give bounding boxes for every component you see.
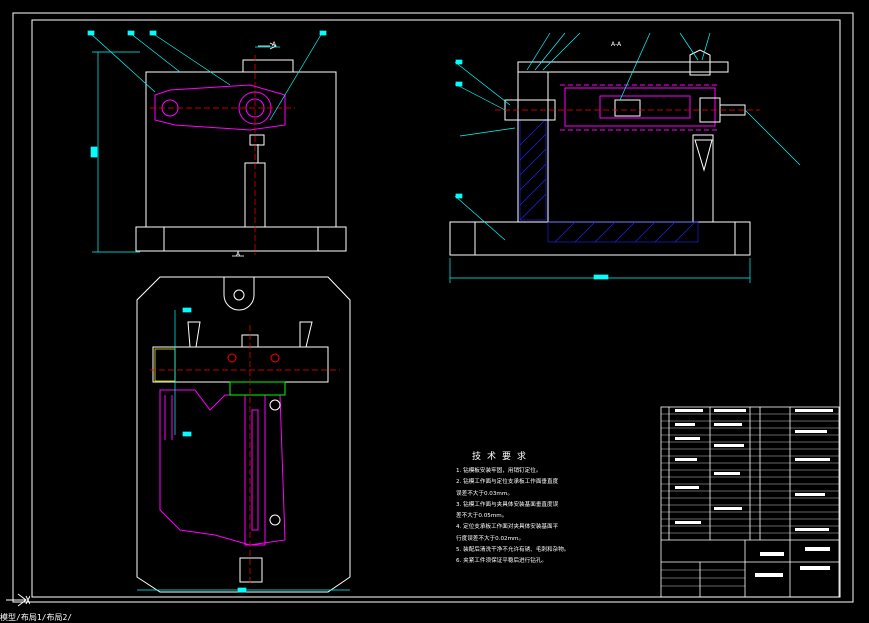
tech-requirement-item: 3. 钻模工作面与夹具体安装基面垂直度误	[456, 501, 559, 508]
tech-requirement-item: 6. 夹紧工件须保证平稳后进行钻孔。	[456, 558, 548, 565]
front-view-centerlines	[150, 55, 295, 255]
drawing-frame	[12, 12, 854, 603]
tech-requirement-item: 1. 钻模板安装牢固，用销钉定位。	[456, 468, 542, 474]
section-marks	[232, 42, 277, 257]
top-view-dimensions	[137, 307, 350, 593]
front-view-workpiece	[154, 84, 286, 131]
tech-requirement-item: 行度误差不大于0.02mm。	[456, 535, 525, 542]
tech-requirement-item: 2. 钻模工作面与定位支承板工作面垂直度	[456, 479, 559, 486]
ucs-axis-icon	[6, 593, 30, 607]
section-hatch	[519, 118, 699, 243]
section-mark-top: A	[272, 41, 277, 48]
tech-requirement-item: 误差不大于0.03mm。	[456, 490, 513, 497]
tech-requirements-list: 1. 钻模板安装牢固，用销钉定位。 2. 钻模工作面与定位支承板工作面垂直度 误…	[456, 466, 656, 568]
front-view	[135, 59, 347, 252]
tech-requirement-item: 4. 定位支承板工作面对夹具体安装基面平	[456, 524, 559, 531]
tech-requirements-title: 技术要求	[472, 452, 533, 462]
front-view-dimensions	[87, 30, 327, 253]
tech-requirement-item: 5. 装配后清洗干净不允许有锈、毛刺和杂物。	[456, 547, 570, 554]
section-workpiece	[560, 84, 720, 131]
tech-requirement-item: 差不大于0.05mm。	[456, 513, 508, 520]
parts-list-rows	[661, 413, 839, 587]
section-dimensions	[449, 32, 801, 283]
top-view-centerlines	[150, 325, 340, 585]
parts-list-fill	[675, 409, 833, 577]
section-mark-bottom: A	[236, 251, 241, 258]
section-view	[449, 61, 751, 256]
layout-tabs[interactable]: 模型/布局1/布局2/	[0, 613, 73, 622]
parts-list-table	[660, 406, 840, 598]
top-view	[136, 276, 351, 593]
section-view-label: A-A	[611, 41, 622, 48]
top-view-workpiece	[159, 389, 286, 546]
